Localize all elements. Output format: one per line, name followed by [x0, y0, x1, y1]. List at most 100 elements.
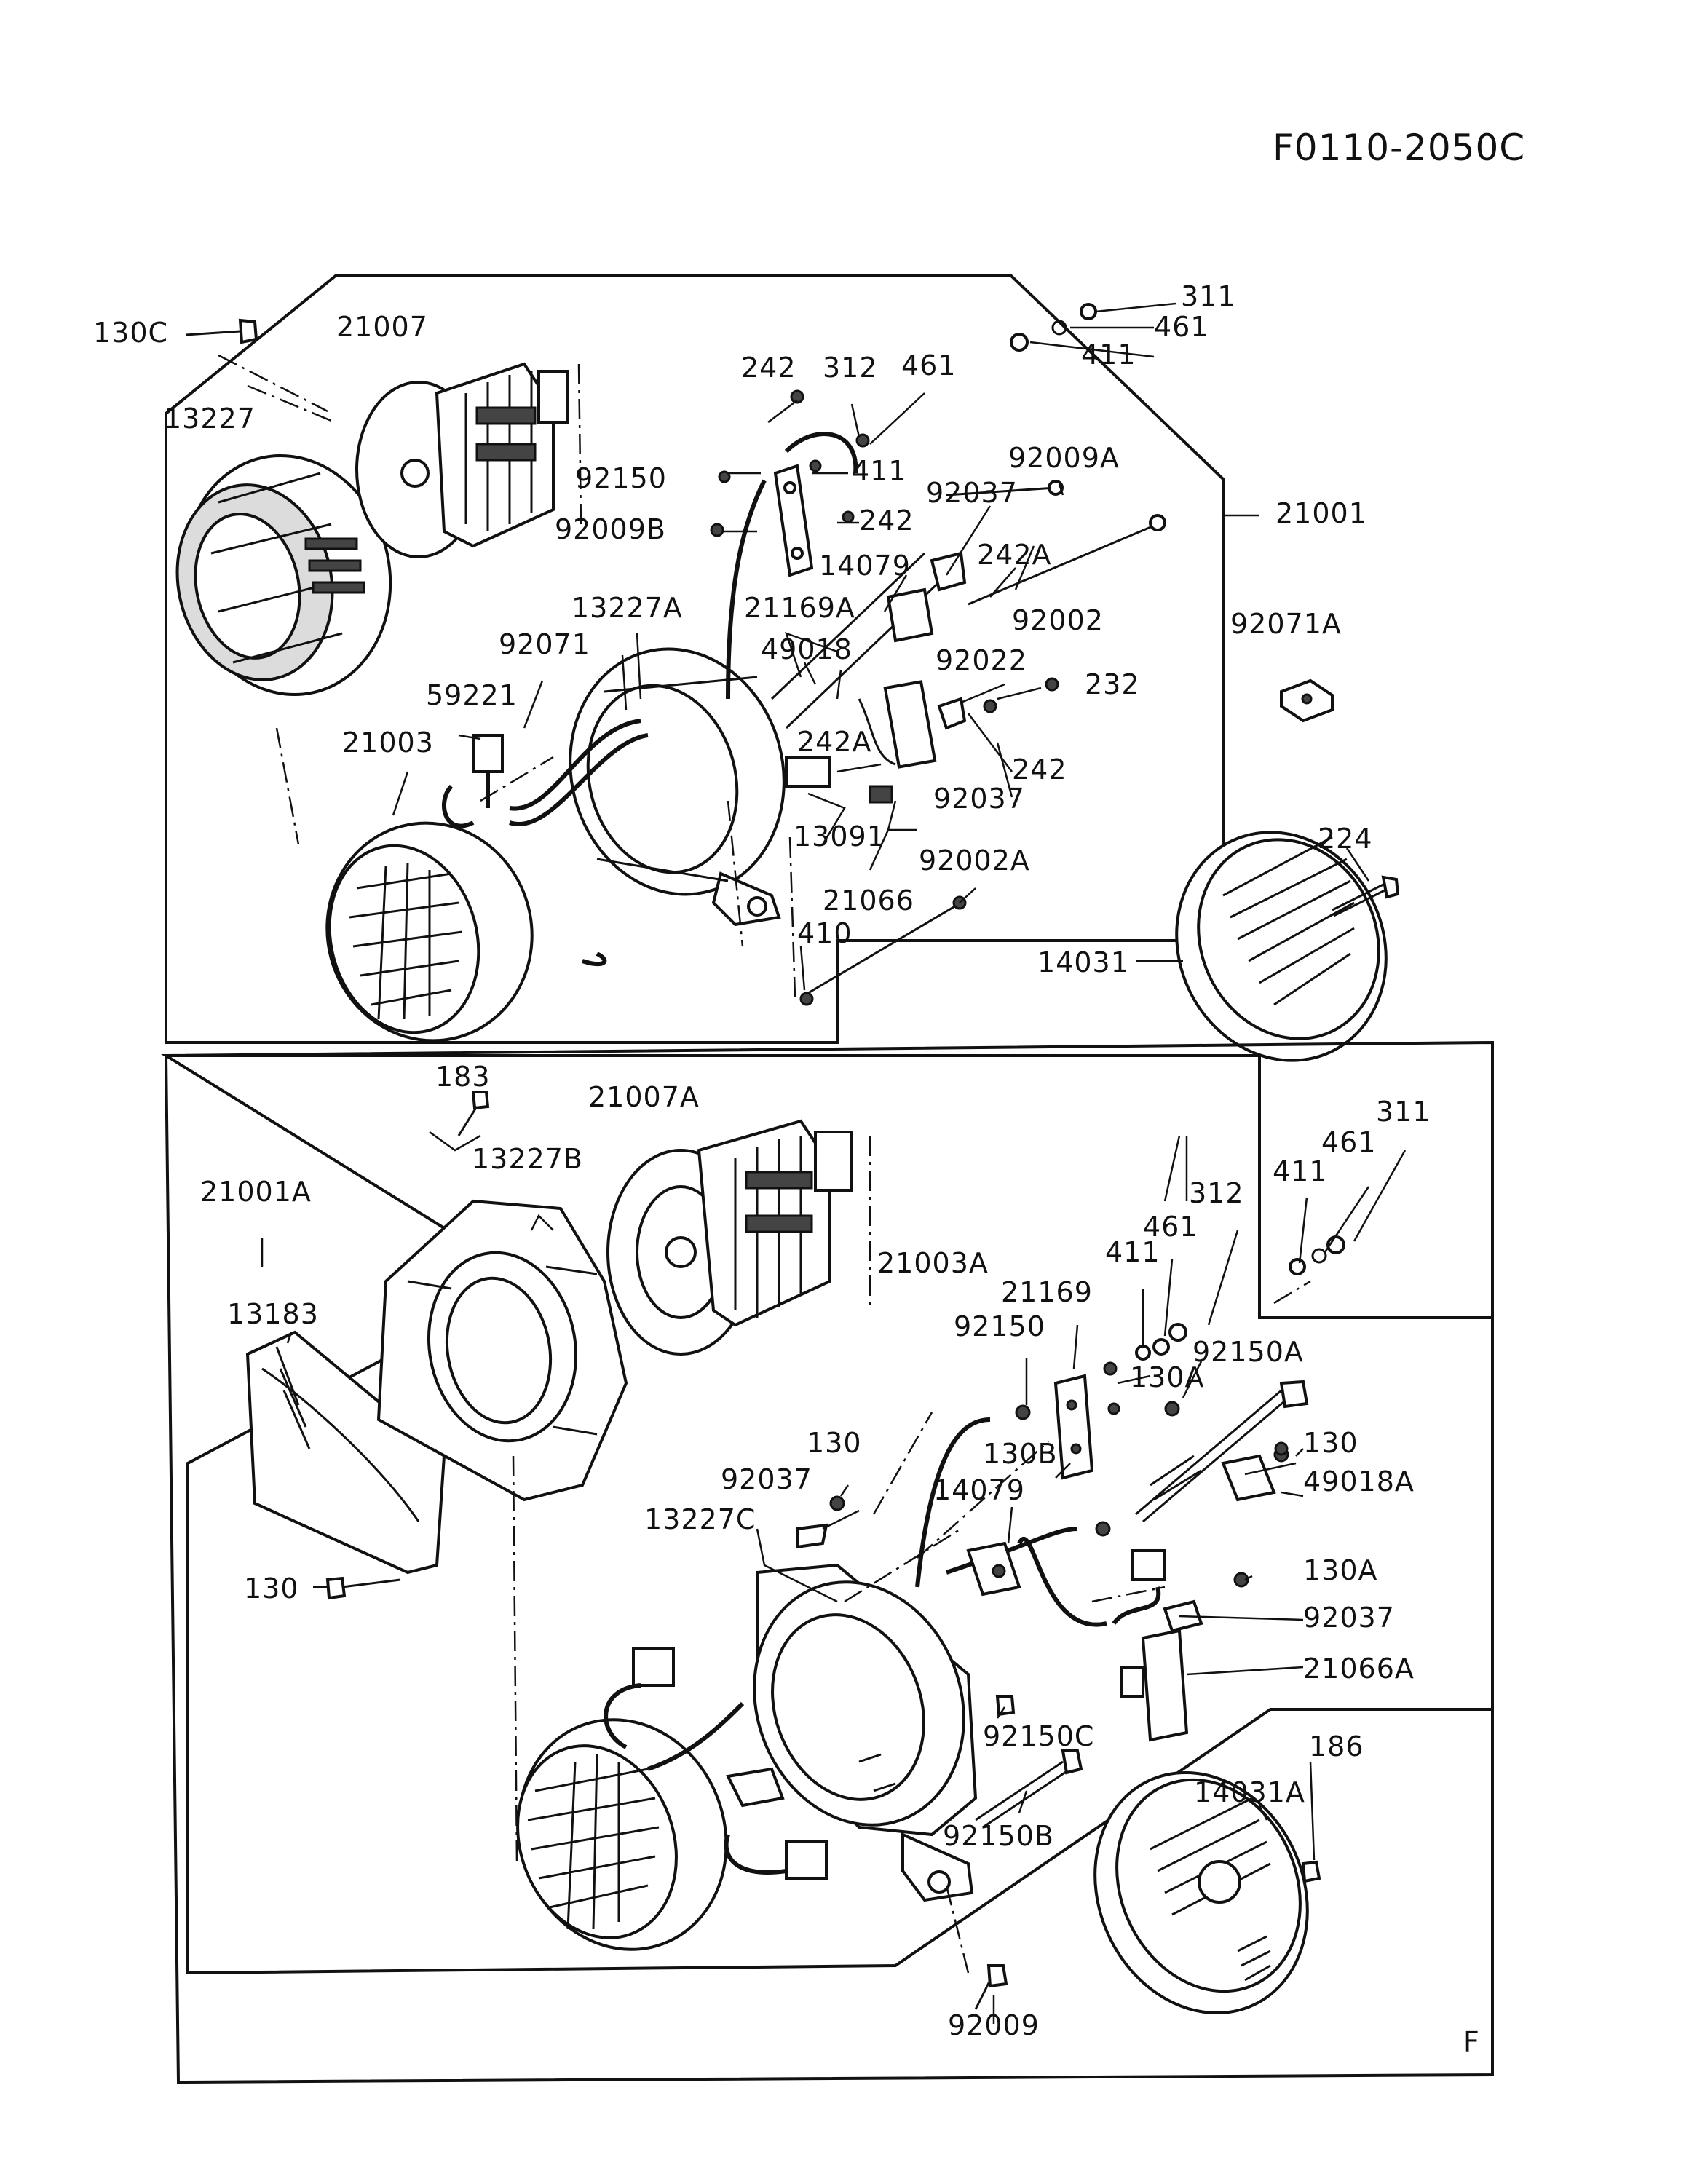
bolt-130-lower-left: [325, 1576, 401, 1600]
rods-92150B-92150C: [975, 1695, 1083, 1829]
label-13091: 13091: [794, 820, 885, 852]
bolt-130C: [185, 318, 258, 344]
label-92009A: 92009A: [1008, 442, 1120, 474]
label-130-mid: 130: [807, 1427, 862, 1459]
upper-assembly-frame: [165, 274, 1225, 1044]
label-92037-regulator: 92037: [1303, 1602, 1395, 1634]
label-232: 232: [1085, 668, 1140, 700]
bracket-21169: [1053, 1374, 1094, 1480]
label-312: 312: [823, 352, 878, 384]
label-130A-lower: 130A: [1303, 1554, 1378, 1586]
rear-housing-13227C: [726, 1563, 978, 1902]
label-130A: 130A: [1130, 1361, 1205, 1393]
label-92150B: 92150B: [943, 1820, 1054, 1852]
screw-92009: [974, 1964, 1008, 2010]
label-21066: 21066: [823, 885, 914, 917]
label-130-left: 130: [244, 1572, 299, 1605]
end-cover-14031A: [1093, 1770, 1309, 2015]
label-13227: 13227: [164, 403, 256, 435]
label-461-lower-b: 461: [1143, 1211, 1198, 1243]
upper-leader-lines: [392, 302, 1370, 991]
rod-92150A: [1135, 1380, 1309, 1523]
bolt-224: [1332, 875, 1400, 917]
label-242-bracket: 242: [859, 505, 914, 537]
rectifier-13091: [785, 756, 893, 804]
label-14079-lower: 14079: [933, 1474, 1025, 1506]
label-130B: 130B: [983, 1438, 1058, 1470]
housing-13227B: [376, 1199, 628, 1502]
lower-assembly: 183 21007A 311 461 411 13227B 312 21001A…: [160, 1040, 1494, 2084]
label-13227A: 13227A: [571, 592, 683, 624]
stator-21003A: [516, 1718, 728, 1951]
sheet-letter: F: [1463, 2026, 1480, 2058]
label-92022: 92022: [936, 644, 1027, 676]
stator-21003: [325, 821, 534, 1042]
label-411: 411: [1081, 339, 1136, 371]
upper-wires: [509, 432, 858, 967]
label-92071: 92071: [499, 628, 590, 660]
label-92150A: 92150A: [1192, 1336, 1304, 1368]
label-49018: 49018: [761, 633, 853, 665]
label-461-washer: 461: [1154, 311, 1209, 343]
label-21003A: 21003A: [877, 1247, 989, 1279]
label-14079: 14079: [819, 550, 911, 582]
lower-labels: 183 21007A 311 461 411 13227B 312 21001A…: [200, 1061, 1431, 2041]
label-311: 311: [1181, 280, 1236, 312]
diode-49018A: [1221, 1447, 1289, 1502]
lower-wires: [915, 1417, 1161, 1627]
label-14031: 14031: [1037, 946, 1129, 978]
rotor-21007A: [606, 1119, 853, 1356]
label-14031A: 14031A: [1194, 1776, 1305, 1808]
connector-59221: [442, 734, 504, 828]
label-92037: 92037: [926, 477, 1018, 509]
label-311-lower: 311: [1376, 1096, 1431, 1128]
label-21007: 21007: [336, 311, 428, 343]
label-13183: 13183: [227, 1298, 319, 1330]
regulator-21066: [858, 680, 967, 769]
label-13227B: 13227B: [472, 1143, 583, 1175]
label-49018A: 49018A: [1303, 1465, 1415, 1497]
bolt-183: [457, 1091, 490, 1136]
label-13227C: 13227C: [644, 1503, 756, 1535]
label-92150: 92150: [575, 462, 667, 494]
label-21007A: 21007A: [588, 1081, 700, 1113]
label-224: 224: [1318, 823, 1373, 855]
label-411-upper: 411: [852, 455, 907, 487]
label-461: 461: [901, 349, 957, 381]
upper-labels: 130C 21007 13227 242 312 461 311 461 411…: [93, 280, 1373, 978]
label-21003: 21003: [342, 727, 434, 759]
end-housing-13227A: [569, 647, 786, 927]
label-21169A: 21169A: [744, 592, 855, 624]
label-59221: 59221: [426, 679, 518, 711]
label-130C: 130C: [93, 317, 168, 349]
label-242A-lower: 242A: [797, 726, 872, 758]
label-183: 183: [435, 1061, 491, 1093]
label-312-lower: 312: [1189, 1177, 1244, 1209]
lower-connectors: [604, 1647, 828, 1880]
label-92009: 92009: [948, 2009, 1040, 2041]
label-242-lower: 242: [1012, 753, 1067, 786]
label-411-lower-b: 411: [1105, 1236, 1160, 1268]
label-92150C: 92150C: [983, 1720, 1094, 1752]
label-92150-lower: 92150: [954, 1310, 1045, 1342]
label-242A: 242A: [977, 539, 1052, 571]
label-461-lower: 461: [1321, 1126, 1377, 1158]
label-92009B: 92009B: [555, 513, 666, 545]
label-21169: 21169: [1001, 1276, 1093, 1308]
switch-14079-lower: [966, 1541, 1021, 1597]
through-rods: [770, 480, 1166, 999]
label-92037-lower: 92037: [721, 1463, 812, 1495]
bracket-21169A: [773, 464, 814, 577]
fan-cover-13183: [245, 1330, 446, 1575]
end-cover-14031: [1175, 831, 1388, 1062]
label-411-lower: 411: [1273, 1155, 1328, 1187]
label-130-right: 130: [1303, 1427, 1358, 1459]
upper-assembly: 130C 21007 13227 242 312 461 311 461 411…: [93, 274, 1400, 1062]
sheet-frame: [164, 1040, 1494, 2084]
label-92002: 92002: [1012, 604, 1104, 636]
lower-screws: [796, 1361, 1289, 1588]
label-410: 410: [797, 917, 853, 949]
label-92037-lower: 92037: [933, 783, 1025, 815]
